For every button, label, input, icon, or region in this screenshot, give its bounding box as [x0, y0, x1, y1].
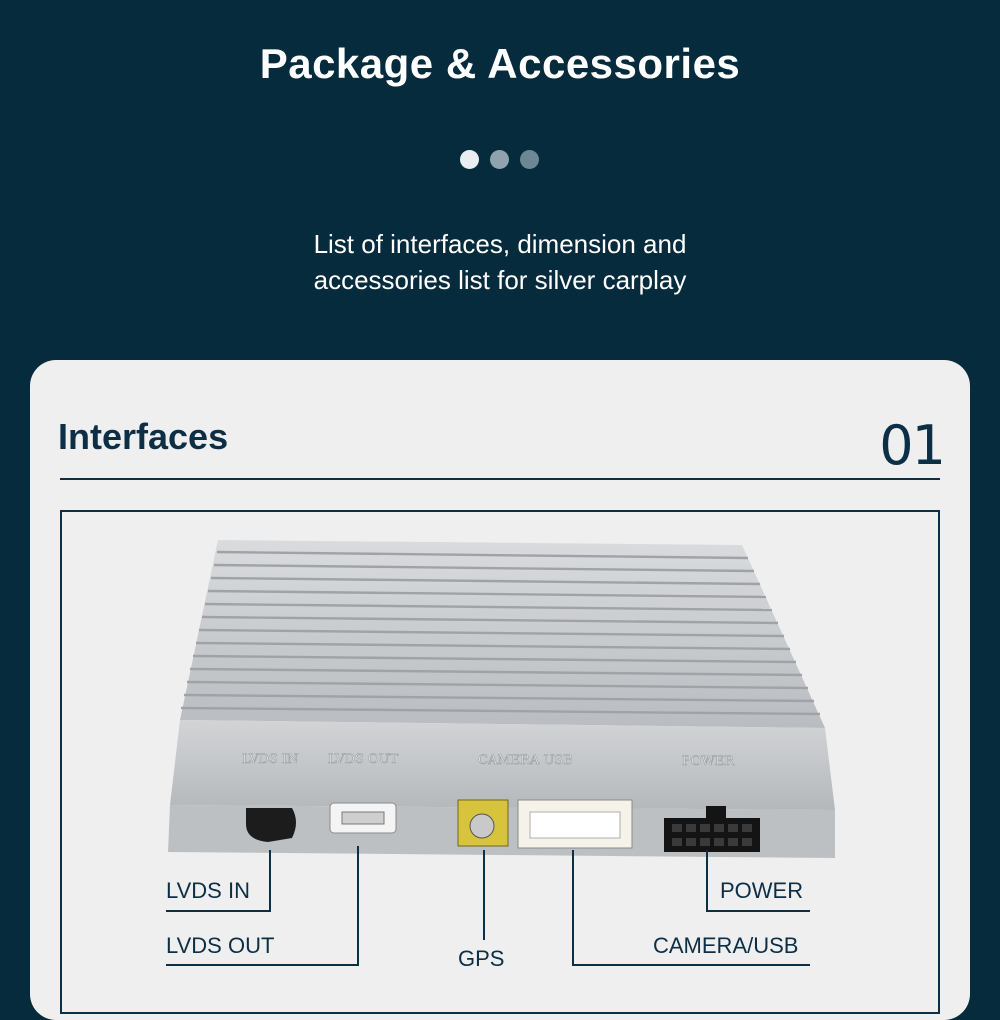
panel-label-lvds-in: LVDS IN [242, 752, 298, 767]
panel-label-camera-usb: CAMERA USB [478, 753, 573, 768]
power-port-latch [706, 806, 726, 820]
front-panel [170, 720, 835, 810]
leader-lvds-out-h [166, 964, 359, 966]
callout-gps: GPS [458, 946, 505, 971]
page-subtitle: List of interfaces, dimension and access… [0, 226, 1000, 298]
power-port [664, 818, 760, 852]
leader-camera-usb-h [572, 964, 810, 966]
pager-dot-1[interactable] [460, 150, 479, 169]
leader-power-v [706, 850, 708, 912]
pager-dots [460, 150, 539, 170]
gps-connector [469, 813, 495, 839]
page-title: Package & Accessories [259, 40, 741, 87]
leader-lvds-in-v [269, 850, 271, 912]
subtitle-line-1: List of interfaces, dimension and [313, 229, 687, 259]
section-number: 01 [879, 414, 946, 477]
callout-camera-usb: CAMERA/USB [653, 933, 799, 958]
leader-lvds-out-v [357, 846, 359, 966]
pager-dot-2[interactable] [490, 150, 509, 169]
section-divider [60, 478, 940, 480]
leader-camera-usb-v [572, 850, 574, 966]
leader-gps-v [483, 850, 485, 940]
heatsink-fins [180, 550, 821, 716]
leader-lvds-in-h [166, 910, 271, 912]
panel-label-lvds-out: LVDS OUT [328, 752, 399, 767]
carplay-box-image: LVDS IN LVDS OUT CAMERA USB POWER [168, 540, 835, 858]
pager-dot-3[interactable] [520, 150, 539, 169]
callout-power: POWER [720, 878, 804, 903]
lvds-in-port [246, 808, 296, 842]
leader-power-h [706, 910, 810, 912]
panel-label-power: POWER [682, 754, 735, 769]
lvds-out-pins [341, 811, 385, 825]
callout-lvds-out: LVDS OUT [166, 933, 275, 958]
power-port-pins [672, 824, 752, 846]
camera-usb-socket [529, 811, 621, 839]
subtitle-line-2: accessories list for silver carplay [313, 265, 687, 295]
callout-lvds-in: LVDS IN [166, 878, 250, 903]
section-title: Interfaces [58, 416, 229, 457]
